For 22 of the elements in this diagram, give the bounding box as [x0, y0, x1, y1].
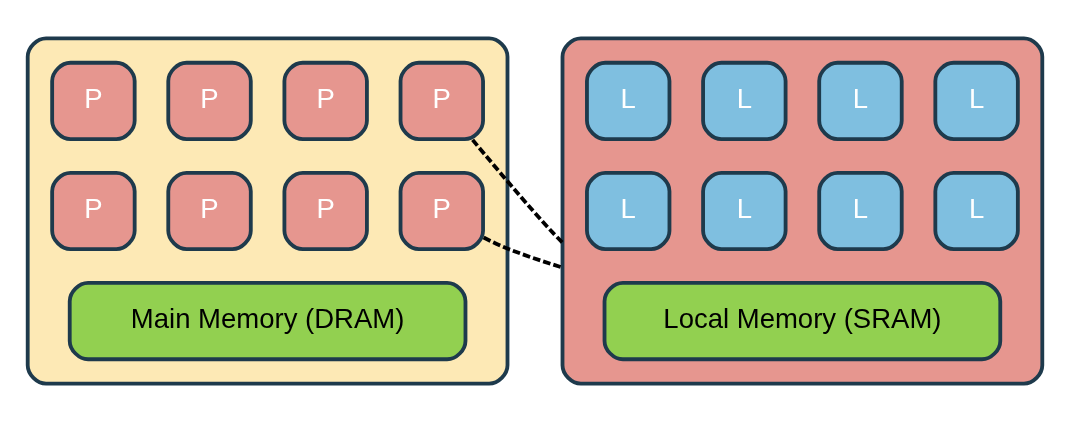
node-box: P [398, 60, 485, 142]
connector [482, 235, 564, 270]
node-box: P [166, 60, 253, 142]
node-box: Local Memory (SRAM) [602, 280, 1003, 362]
node-box: P [398, 170, 485, 252]
connector [471, 138, 564, 244]
node-box: P [166, 170, 253, 252]
node-box: L [701, 60, 788, 142]
node-box: L [701, 170, 788, 252]
cluster [560, 36, 1045, 386]
node-box: L [817, 60, 904, 142]
node-box: P [50, 60, 137, 142]
cluster [25, 36, 510, 386]
node-box: L [585, 60, 672, 142]
node-box: Main Memory (DRAM) [67, 280, 468, 362]
node-box: L [933, 60, 1020, 142]
node-box: P [282, 170, 369, 252]
node-box: P [50, 170, 137, 252]
node-box: L [585, 170, 672, 252]
node-box: L [817, 170, 904, 252]
node-box: P [282, 60, 369, 142]
node-box: L [933, 170, 1020, 252]
